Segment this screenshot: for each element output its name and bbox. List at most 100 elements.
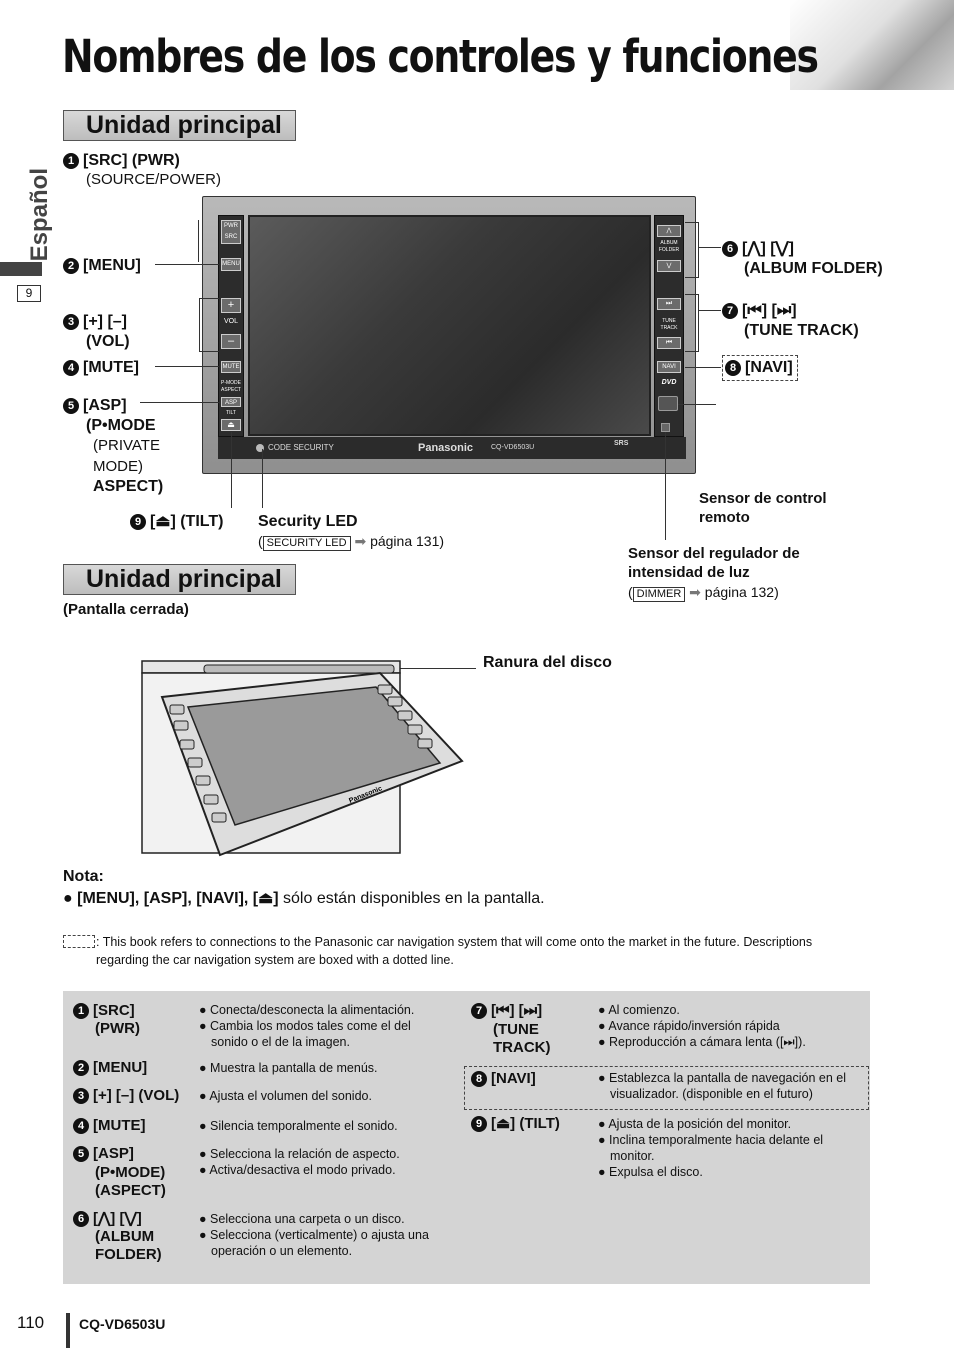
section-index: 9	[17, 285, 41, 302]
leader-security	[262, 449, 263, 508]
device-bottom-bar: CODE SECURITY Panasonic CQ-VD6503U SRS	[218, 437, 686, 459]
navi-row-dotted-box	[464, 1066, 869, 1110]
device-vol-label: VOL	[223, 318, 238, 325]
table-row-src-sub: (PWR)	[95, 1020, 140, 1037]
device-mute-button: MUTE	[221, 361, 241, 373]
leader-dimmer	[665, 432, 666, 540]
table-row-menu-label: 2[MENU]	[73, 1059, 147, 1077]
table-row-mute-desc: ● Silencia temporalmente el sonido.	[199, 1119, 398, 1133]
label-menu: 2[MENU]	[63, 256, 141, 276]
leader-album	[685, 222, 699, 278]
leader-asp	[140, 402, 220, 403]
label-dimmer-sensor-1: Sensor del regulador de	[628, 545, 800, 562]
page-title: Nombres de los controles y funciones	[62, 30, 819, 83]
leader-vol	[199, 298, 219, 352]
label-mute: 4[MUTE]	[63, 358, 139, 378]
table-row-tune-sub: (TUNE TRACK)	[493, 1021, 551, 1056]
table-row-tune-desc: ● Al comienzo. ● Avance rápido/inversión…	[598, 1003, 806, 1049]
closed-unit-illustration: Panasonic	[141, 660, 464, 857]
label-asp: 5[ASP]	[63, 396, 127, 416]
table-row-tune-label: 7[⏮] [⏭]	[471, 1002, 542, 1020]
leader-tune	[685, 294, 699, 352]
leader-menu	[155, 264, 219, 265]
leader-src	[198, 220, 199, 262]
device-tilt-button: ⏏	[221, 419, 241, 431]
device-vol-down: –	[221, 334, 241, 349]
label-tune: 7[⏮] [⏭]	[722, 301, 797, 321]
footer-model: CQ-VD6503U	[79, 1316, 166, 1332]
label-tune-sub: (TUNE TRACK)	[744, 322, 859, 339]
disclaimer-text: : This book refers to connections to the…	[96, 935, 813, 967]
table-row-src-desc: ● Conecta/desconecta la alimentación. ● …	[199, 1003, 415, 1049]
table-row-album-desc: ● Selecciona una carpeta o un disco. ● S…	[199, 1212, 429, 1258]
nota-text: ● [MENU], [ASP], [NAVI], [⏏] sólo están …	[63, 890, 545, 907]
label-security-led: Security LED	[258, 513, 358, 530]
device-next-button: ⏭	[657, 298, 681, 310]
device-navi-button: NAVI	[657, 361, 681, 373]
label-src: 1[SRC] (PWR)	[63, 151, 180, 171]
label-album-sub: (ALBUM FOLDER)	[744, 260, 883, 277]
footer-bar	[66, 1313, 70, 1348]
table-row-album-label: 6[⋀] [⋁]	[73, 1210, 142, 1228]
closed-subheading: (Pantalla cerrada)	[63, 601, 189, 618]
table-row-mute-label: 4[MUTE]	[73, 1117, 146, 1135]
model-print: CQ-VD6503U	[491, 444, 535, 451]
table-row-asp-sub: (P•MODE) (ASPECT)	[95, 1164, 166, 1199]
label-navi: 8[NAVI]	[722, 355, 798, 381]
nota-heading: Nota:	[63, 868, 104, 885]
section-heading-closed: Unidad principal	[63, 564, 296, 595]
table-row-menu-desc: ● Muestra la pantalla de menús.	[199, 1061, 378, 1075]
dimmer-ref: (DIMMER ➡ página 132)	[628, 584, 779, 602]
device-album-up: ⋀	[657, 225, 681, 237]
label-asp-private: (PRIVATE	[93, 437, 160, 454]
label-vol: 3[+] [–]	[63, 312, 127, 332]
leader-remote	[678, 404, 716, 405]
device-asp-button: ASP	[221, 397, 241, 407]
label-vol-sub: (VOL)	[86, 333, 130, 350]
device-tilt-label: TILT	[226, 410, 236, 416]
label-asp-aspect: ASPECT)	[93, 478, 164, 495]
table-row-tilt-label: 9[⏏] (TILT)	[471, 1115, 560, 1133]
table-row-vol-desc: ● Ajusta el volumen del sonido.	[199, 1089, 372, 1103]
label-src-sub: (SOURCE/POWER)	[86, 171, 221, 188]
device-prev-button: ⏮	[657, 337, 681, 349]
table-row-navi-desc: ● Establezca la pantalla de navegación e…	[598, 1071, 847, 1101]
table-row-asp-desc: ● Selecciona la relación de aspecto. ● A…	[199, 1147, 400, 1177]
leader-tune-h	[699, 310, 721, 311]
table-row-navi-label: 8[NAVI]	[471, 1070, 536, 1088]
function-table	[63, 991, 870, 1284]
label-album: 6[⋀] [⋁]	[722, 239, 794, 259]
section-heading-main-unit: Unidad principal	[63, 110, 296, 141]
label-asp-pmode: (P•MODE	[86, 417, 156, 434]
side-tab-bar	[0, 262, 42, 276]
leader-album-h	[699, 247, 721, 248]
label-remote-sensor: Sensor de control remoto	[699, 490, 827, 526]
table-row-album-sub: (ALBUM FOLDER)	[95, 1228, 162, 1263]
brand-print: Panasonic	[418, 442, 474, 454]
label-tilt: 9[⏏] (TILT)	[130, 512, 223, 532]
dimmer-sensor	[661, 423, 670, 432]
leader-tilt	[231, 432, 232, 508]
leader-mute	[155, 366, 219, 367]
code-security-print: CODE SECURITY	[268, 443, 334, 452]
device-screen	[248, 215, 651, 436]
remote-sensor-window	[658, 396, 678, 411]
table-row-src-label: 1[SRC]	[73, 1002, 135, 1020]
language-tab: Español	[26, 168, 53, 262]
security-led-indicator	[256, 444, 264, 452]
dvd-logo: DVD	[661, 379, 677, 386]
table-row-asp-label: 5[ASP]	[73, 1145, 134, 1163]
security-ref: (SECURITY LED ➡ página 131)	[258, 533, 445, 551]
header-sky-image	[790, 0, 954, 90]
page-number: 110	[17, 1313, 45, 1332]
label-dimmer-sensor-2: intensidad de luz	[628, 564, 750, 581]
device-menu-button: MENU	[221, 258, 241, 271]
dotted-box-sample	[63, 935, 95, 948]
leader-disc-slot	[388, 668, 476, 669]
label-asp-mode: MODE)	[93, 458, 143, 475]
table-row-vol-label: 3[+] [–] (VOL)	[73, 1087, 179, 1105]
